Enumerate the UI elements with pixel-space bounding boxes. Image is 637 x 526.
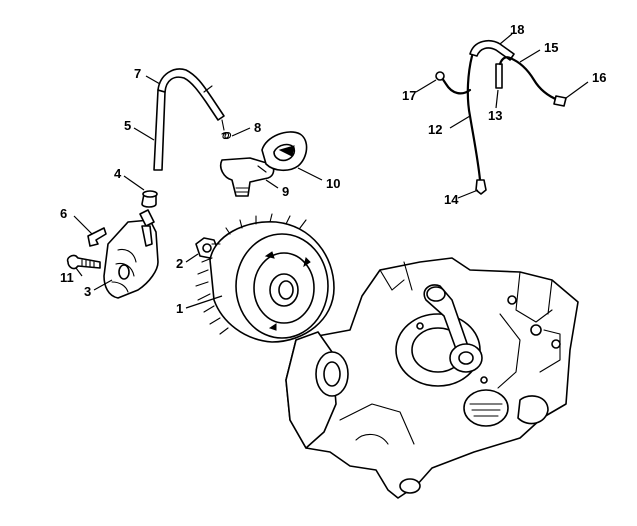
callout-18: 18 bbox=[510, 22, 524, 37]
part-17-ring-terminal bbox=[435, 71, 445, 81]
callout-15: 15 bbox=[544, 40, 558, 55]
callout-13: 13 bbox=[488, 108, 502, 123]
part-12-wire bbox=[466, 54, 482, 182]
part-18-tube bbox=[469, 40, 515, 61]
part-13-sleeve bbox=[495, 63, 503, 89]
part-15-wire bbox=[508, 56, 560, 102]
callout-11: 11 bbox=[60, 270, 74, 285]
leader-lines bbox=[73, 33, 589, 309]
callout-8: 8 bbox=[254, 120, 261, 135]
callout-9: 9 bbox=[282, 184, 289, 199]
callout-4: 4 bbox=[114, 166, 122, 181]
ignition-module-assembly bbox=[66, 190, 159, 299]
part-7-hose-ring bbox=[203, 85, 213, 93]
callout-1: 1 bbox=[176, 301, 183, 316]
callout-17: 17 bbox=[402, 88, 416, 103]
part-16-contact bbox=[553, 95, 567, 107]
callout-labels: 1 2 3 4 5 6 7 8 9 10 11 12 13 14 15 16 1… bbox=[60, 22, 606, 316]
callout-2: 2 bbox=[176, 256, 183, 271]
part-14-terminal bbox=[475, 179, 487, 195]
callout-16: 16 bbox=[592, 70, 606, 85]
part-5-ignition-lead bbox=[153, 89, 166, 171]
callout-12: 12 bbox=[428, 122, 442, 137]
callout-14: 14 bbox=[444, 192, 459, 207]
callout-7: 7 bbox=[134, 66, 141, 81]
part-7-hose bbox=[157, 68, 225, 121]
callout-5: 5 bbox=[124, 118, 131, 133]
callout-6: 6 bbox=[60, 206, 67, 221]
part-8-leg-spring bbox=[221, 119, 232, 139]
part-6-clip bbox=[87, 227, 107, 247]
ignition-lead-assembly bbox=[153, 68, 308, 197]
callout-10: 10 bbox=[326, 176, 340, 191]
flywheel-assembly bbox=[195, 213, 335, 343]
part-11-screw bbox=[66, 254, 101, 270]
callout-3: 3 bbox=[84, 284, 91, 299]
crankcase bbox=[285, 257, 579, 499]
